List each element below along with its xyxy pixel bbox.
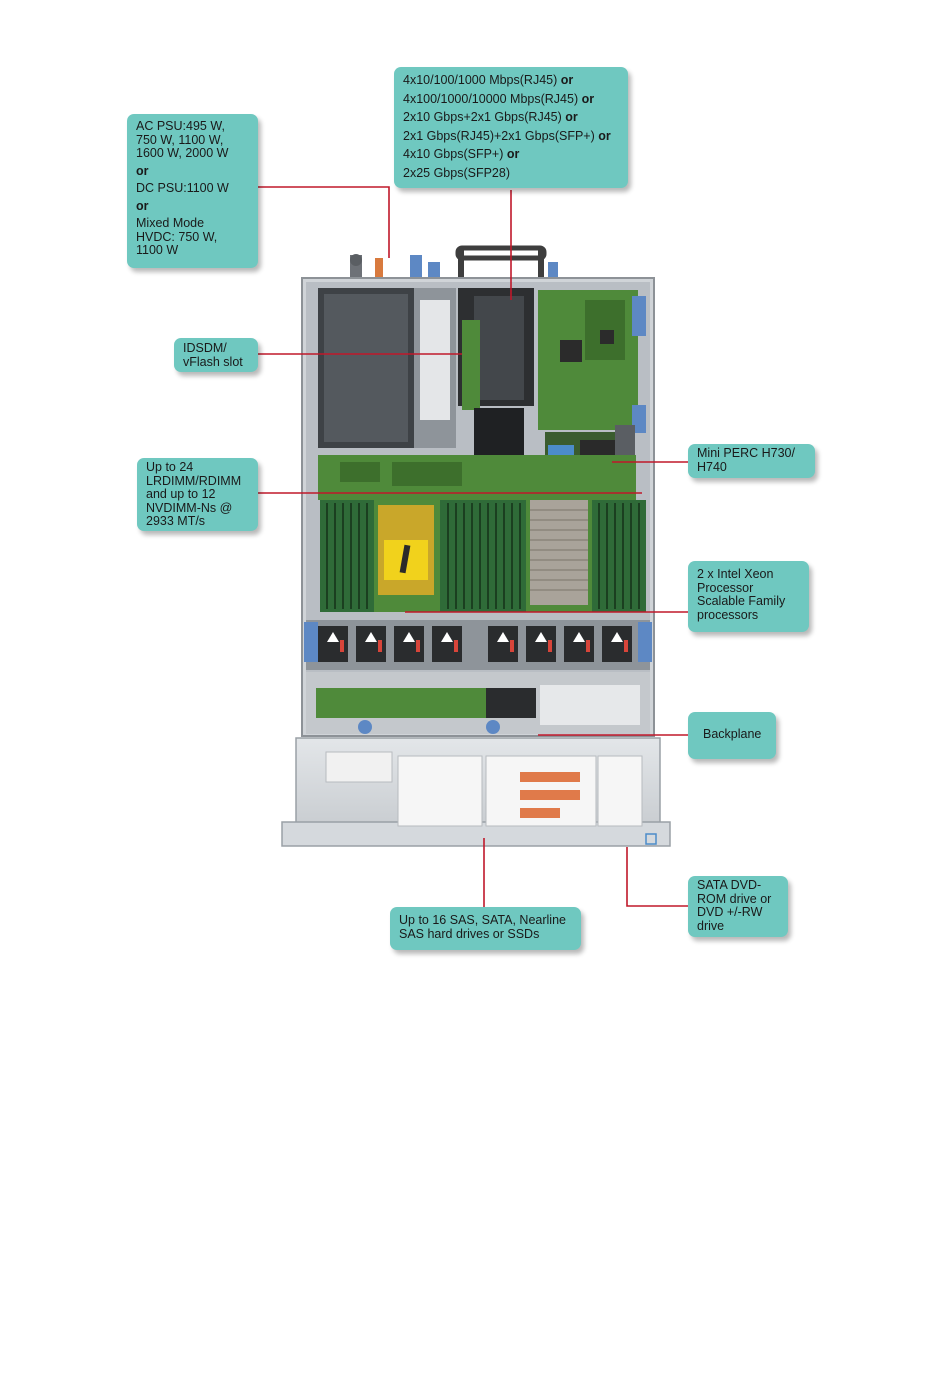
psu-bay [318, 288, 456, 448]
dvd-line-1: SATA DVD- [697, 878, 762, 892]
idsdm-line-1: IDSDM/ [183, 341, 227, 355]
network-line-6: 2x25 Gbps(SFP28) [403, 165, 510, 180]
psu-line-5: DC PSU:1100 W [136, 181, 229, 195]
cpu-heatsink-2 [526, 498, 592, 612]
dimm-slots [320, 500, 646, 612]
dvd-line-2: ROM drive or [697, 891, 772, 906]
memory-line-3: and up to 12 [146, 487, 216, 501]
perc-line-1: Mini PERC H730/ [697, 446, 795, 460]
fan-bay [304, 620, 652, 670]
cpu-socket-1 [374, 500, 440, 612]
cpu-line-2: Processor [697, 580, 754, 595]
callout-cpu: 2 x Intel Xeon Processor Scalable Family… [688, 561, 809, 632]
callout-network: 4x10/100/1000 Mbps(RJ45) or 4x100/1000/1… [394, 67, 628, 188]
callout-psu: AC PSU:495 W, 750 W, 1100 W, 1600 W, 200… [127, 114, 258, 268]
callout-memory: Up to 24 LRDIMM/RDIMM and up to 12 NVDIM… [137, 458, 258, 531]
front-panel [281, 737, 671, 847]
drives-line-1: Up to 16 SAS, SATA, Nearline [399, 913, 566, 927]
callout-drives: Up to 16 SAS, SATA, Nearline SAS hard dr… [390, 907, 581, 950]
network-line-3: 2x10 Gbps+2x1 Gbps(RJ45) [403, 110, 566, 124]
callout-backplane: Backplane [688, 712, 776, 759]
network-or-1: or [560, 73, 574, 87]
psu-handles [350, 245, 558, 280]
drives-line-2: SAS hard drives or SSDs [399, 926, 540, 941]
cpu-line-3: Scalable Family [697, 594, 786, 608]
network-or-2: or [581, 91, 595, 106]
memory-line-5: 2933 MT/s [146, 514, 206, 528]
memory-line-4: NVDIMM-Ns @ [146, 500, 233, 515]
callout-dvd: SATA DVD- ROM drive or DVD +/-RW drive [688, 876, 788, 937]
motherboard-upper [538, 290, 646, 433]
network-line-5: 4x10 Gbps(SFP+) [403, 147, 507, 161]
cpu-line-4: processors [697, 607, 759, 622]
network-or-3: or [565, 110, 578, 124]
psu-line-7: Mixed Mode [136, 216, 205, 230]
psu-line-1: AC PSU:495 W, [136, 119, 225, 133]
psu-or-1: or [136, 163, 149, 178]
backplane-board [306, 672, 650, 734]
callout-idsdm: IDSDM/ vFlash slot [174, 338, 258, 372]
network-or-5: or [506, 147, 520, 161]
riser-area [458, 288, 534, 483]
network-line-2: 4x100/1000/10000 Mbps(RJ45) [403, 91, 582, 106]
dvd-line-3: DVD +/-RW [697, 905, 763, 919]
psu-line-2: 750 W, 1100 W, [136, 132, 224, 147]
perc-line-2: H740 [697, 459, 727, 474]
callout-perc: Mini PERC H730/ H740 [688, 444, 815, 478]
psu-line-8: HVDC: 750 W, [136, 229, 218, 244]
network-line-4: 2x1 Gbps(RJ45)+2x1 Gbps(SFP+) [403, 128, 599, 143]
idsdm-line-2: vFlash slot [183, 354, 243, 369]
psu-line-3: 1600 W, 2000 W [136, 146, 229, 160]
psu-or-2: or [136, 198, 149, 213]
network-or-4: or [598, 128, 611, 143]
dvd-line-4: drive [697, 918, 725, 933]
cpu-line-1: 2 x Intel Xeon [697, 567, 774, 581]
backplane-label: Backplane [703, 727, 762, 741]
memory-line-1: Up to 24 [146, 460, 194, 474]
network-line-1: 4x10/100/1000 Mbps(RJ45) [403, 73, 561, 87]
memory-line-2: LRDIMM/RDIMM [146, 473, 242, 488]
psu-line-9: 1100 W [136, 243, 179, 257]
